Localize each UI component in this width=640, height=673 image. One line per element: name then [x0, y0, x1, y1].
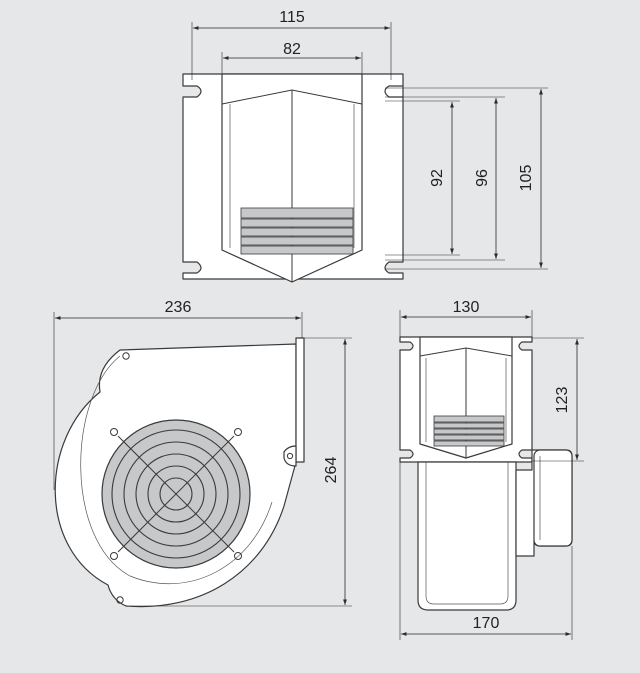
- dim-label-105: 105: [518, 165, 535, 192]
- dim-label-96: 96: [474, 169, 491, 187]
- front-view-body: [417, 461, 517, 611]
- motor-can: [533, 449, 573, 547]
- guard-screw-br: [234, 552, 242, 560]
- guard-screw-bl: [110, 552, 118, 560]
- front-view-grille: [433, 415, 505, 447]
- dim-label-130: 130: [453, 299, 480, 316]
- side-view-flange: [295, 337, 305, 463]
- side-view: 236 264: [53, 299, 352, 608]
- dim-label-92: 92: [429, 169, 446, 187]
- guard-screw-tl: [110, 428, 118, 436]
- mount-hole-top: [122, 352, 130, 360]
- fan-guard: [101, 419, 251, 569]
- dim-label-123: 123: [554, 387, 571, 414]
- flange-hole: [286, 452, 294, 460]
- dim-label-115: 115: [279, 9, 305, 26]
- top-view: 115 82 92 96 105: [182, 9, 548, 283]
- dim-label-170: 170: [473, 615, 500, 632]
- dim-label-82: 82: [283, 41, 301, 58]
- mount-hole-bottom: [116, 596, 124, 604]
- side-view-scroll-edge: [80, 355, 273, 585]
- side-view-flange-tab: [283, 445, 297, 467]
- dim-label-264: 264: [323, 457, 340, 484]
- guard-screw-tr: [234, 428, 242, 436]
- top-view-grille: [240, 207, 354, 255]
- front-view: 130 123 170: [399, 299, 584, 640]
- dim-label-236: 236: [165, 299, 192, 316]
